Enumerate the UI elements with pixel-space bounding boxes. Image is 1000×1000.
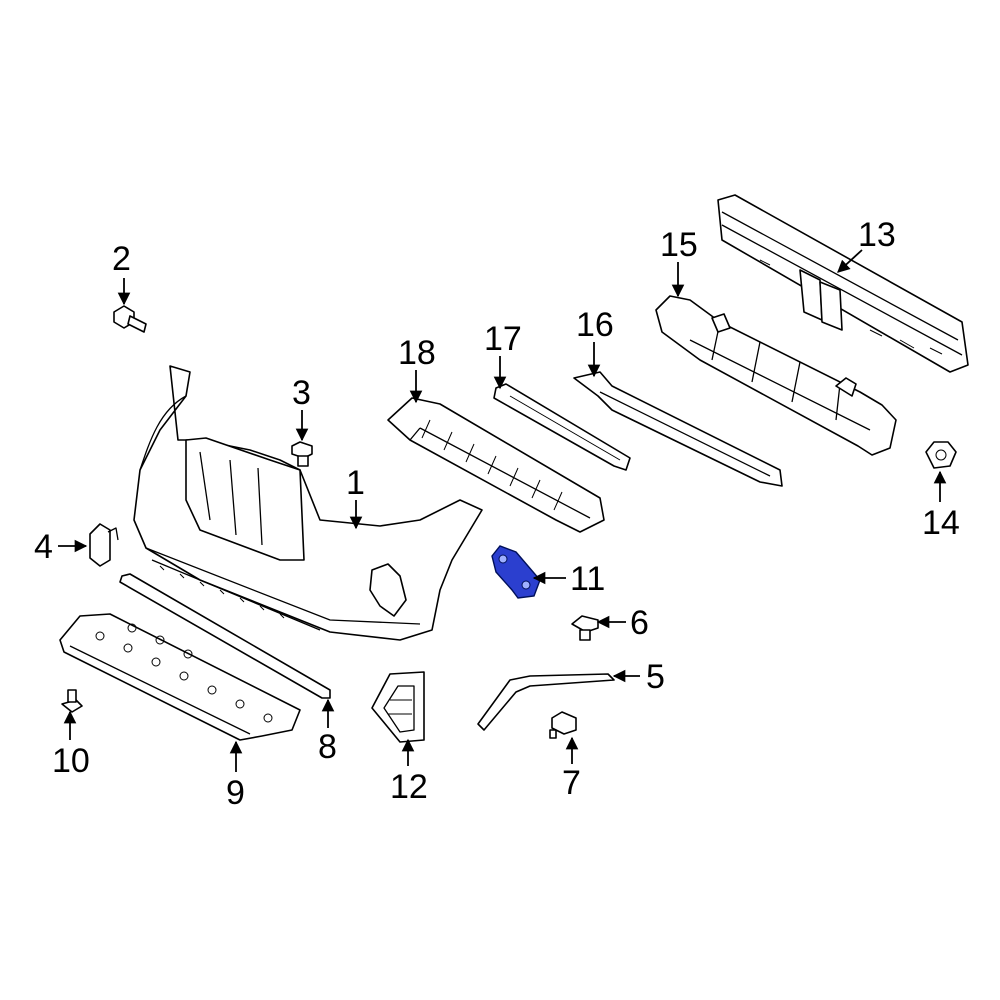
- part-3-clip: [291, 441, 313, 467]
- part-15-energy-absorber: [655, 295, 897, 456]
- part-12-fog-lamp-bezel: [371, 671, 425, 743]
- callout-numbers: 2 3 4 1 18 17 16 15 13 14 11 6 5 7 12 8 …: [34, 216, 960, 812]
- part-7-screw-clip: [549, 711, 577, 739]
- part-13-reinforcement-bar: [717, 194, 969, 373]
- leader-arrows: [58, 249, 947, 772]
- callout-10: 10: [52, 742, 90, 780]
- callout-14: 14: [922, 504, 960, 542]
- callout-17: 17: [484, 320, 522, 358]
- callout-13: 13: [858, 216, 896, 254]
- callout-3: 3: [292, 374, 311, 412]
- part-5-trim-strip: [477, 673, 615, 731]
- part-10-push-clip: [61, 689, 83, 713]
- part-4-tow-hook-cover: [89, 523, 119, 567]
- part-18-upper-grille: [387, 397, 605, 533]
- part-6-push-clip: [571, 615, 599, 641]
- callout-18: 18: [398, 334, 436, 372]
- part-11-bumper-bracket-highlighted: [491, 545, 541, 599]
- callout-4: 4: [34, 528, 53, 566]
- callout-8: 8: [318, 728, 337, 766]
- callout-6: 6: [630, 604, 649, 642]
- callout-1: 1: [346, 464, 365, 502]
- callout-15: 15: [660, 226, 698, 264]
- part-16-absorber-strip: [573, 371, 783, 487]
- callout-12: 12: [390, 768, 428, 806]
- part-14-nut: [925, 441, 957, 469]
- part-8-lower-molding: [119, 573, 331, 699]
- callout-9: 9: [226, 774, 245, 812]
- callout-5: 5: [646, 658, 665, 696]
- callout-2: 2: [112, 240, 131, 278]
- part-2-bolt: [113, 305, 147, 333]
- part-1-bumper-cover: [133, 365, 483, 641]
- part-9-splash-shield: [59, 613, 301, 741]
- callout-16: 16: [576, 306, 614, 344]
- callout-11: 11: [570, 560, 605, 598]
- callout-7: 7: [562, 764, 581, 802]
